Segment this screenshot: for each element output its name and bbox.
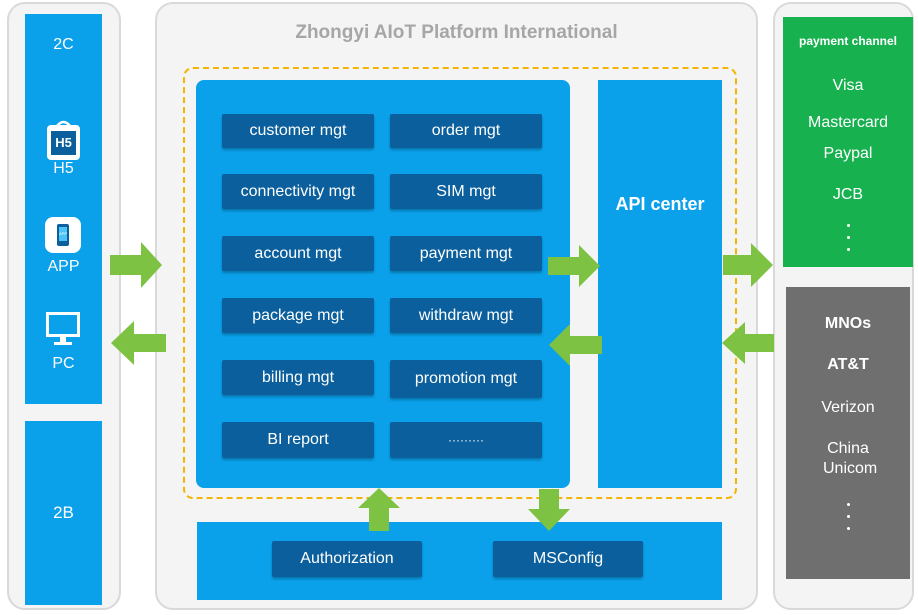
module-package-mgt[interactable]: package mgt	[222, 298, 374, 333]
arrow-down-icon	[528, 489, 570, 531]
2c-label: 2C	[53, 36, 74, 53]
module-sim-mgt[interactable]: SIM mgt	[390, 174, 542, 209]
h5-label: H5	[53, 160, 74, 177]
payment-paypal: Paypal	[823, 145, 873, 162]
module-withdraw-mgt[interactable]: withdraw mgt	[390, 298, 542, 333]
arrow-right-icon	[548, 245, 600, 287]
authorization-button[interactable]: Authorization	[272, 541, 422, 577]
module-promotion-mgt[interactable]: promotion mgt	[390, 360, 542, 398]
arrow-up-icon	[358, 488, 400, 531]
modules-block	[196, 80, 570, 488]
mobile-app-icon: APP	[45, 217, 81, 253]
mno-att: AT&T	[827, 356, 869, 373]
mnos-title: MNOs	[824, 315, 872, 332]
2c-block: 2C H5 H5 APP APP PC	[25, 14, 102, 404]
module-connectivity-mgt[interactable]: connectivity mgt	[222, 174, 374, 209]
api-center-block[interactable]: API center	[598, 80, 722, 488]
payment-channel-title: payment channel	[798, 34, 898, 48]
module-account-mgt[interactable]: account mgt	[222, 236, 374, 271]
module-order-mgt[interactable]: order mgt	[390, 114, 542, 148]
platform-dashed-frame	[183, 67, 737, 499]
monitor-icon	[46, 312, 80, 348]
arrow-left-icon	[549, 324, 602, 366]
module-customer-mgt[interactable]: customer mgt	[222, 114, 374, 148]
payment-channel-block: payment channel Visa Mastercard Paypal J…	[783, 17, 913, 267]
payment-mastercard: Mastercard	[807, 114, 889, 131]
mno-china-unicom: China Unicom	[823, 440, 878, 477]
payment-more-dots	[846, 224, 850, 260]
module-bi-report[interactable]: BI report	[222, 422, 374, 458]
mnos-block: MNOs AT&T Verizon China Unicom	[786, 287, 910, 579]
2b-label: 2B	[53, 503, 74, 522]
app-badge-text: APP	[58, 231, 67, 236]
api-center-label: API center	[615, 193, 705, 214]
module-more[interactable]: ·········	[390, 422, 542, 458]
mno-verizon: Verizon	[821, 399, 875, 416]
platform-title: Zhongyi AIoT Platform International	[295, 22, 618, 43]
payment-jcb: JCB	[832, 186, 864, 203]
module-payment-mgt[interactable]: payment mgt	[390, 236, 542, 271]
pc-label: PC	[52, 355, 75, 372]
2b-block: 2B	[25, 421, 102, 605]
arrow-right-icon	[723, 243, 773, 287]
h5-badge-text: H5	[55, 135, 72, 150]
payment-visa: Visa	[832, 77, 864, 94]
arrow-left-icon	[722, 322, 774, 364]
arrow-left-icon	[111, 321, 166, 365]
app-label: APP	[47, 258, 80, 275]
msconfig-button[interactable]: MSConfig	[493, 541, 643, 577]
arrow-right-icon	[110, 242, 162, 288]
module-billing-mgt[interactable]: billing mgt	[222, 360, 374, 395]
mnos-more-dots	[846, 503, 850, 539]
h5-badge-icon: H5	[45, 118, 82, 162]
